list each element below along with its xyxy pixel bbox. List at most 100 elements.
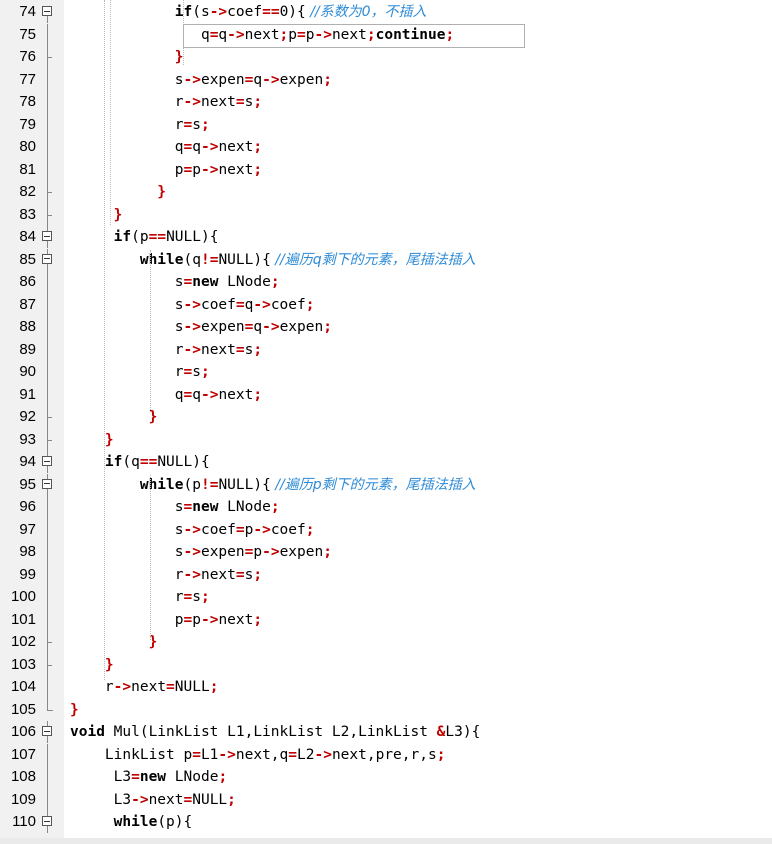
code-text: while(q!=NULL){ //遍历q剩下的元素，尾插法插入 xyxy=(70,249,476,272)
fold-guide-line xyxy=(47,158,48,181)
code-line[interactable]: 88 s->expen=q->expen; xyxy=(0,316,772,339)
operator-token: ; xyxy=(218,769,228,785)
horizontal-scrollbar[interactable] xyxy=(0,838,772,844)
code-line[interactable]: 99 r->next=s; xyxy=(0,563,772,586)
operator-token: } xyxy=(70,701,79,718)
operator-token: -> xyxy=(262,71,280,88)
code-text: } xyxy=(70,181,166,204)
code-line[interactable]: 76 } xyxy=(0,46,772,69)
code-line[interactable]: 100 r=s; xyxy=(0,586,772,609)
fold-collapse-icon[interactable] xyxy=(42,231,52,248)
operator-token: = xyxy=(235,296,245,313)
code-line[interactable]: 75 q=q->next;p=p->next;continue; xyxy=(0,23,772,47)
code-line[interactable]: 109 L3->next=NULL; xyxy=(0,788,772,811)
code-text: q=q->next;p=p->next;continue; xyxy=(70,24,454,47)
code-line[interactable]: 104 r->next=NULL; xyxy=(0,676,772,699)
code-line[interactable]: 95 while(p!=NULL){ //遍历p剩下的元素，尾插法插入 xyxy=(0,473,772,497)
code-area[interactable] xyxy=(64,0,772,844)
fold-guide-line xyxy=(47,743,48,766)
code-token: L1 xyxy=(200,746,219,763)
fold-guide-line xyxy=(47,361,48,384)
code-line[interactable]: 96 s=new LNode; xyxy=(0,496,772,519)
code-line[interactable]: 103 } xyxy=(0,653,772,676)
code-token xyxy=(70,454,105,470)
code-line[interactable]: 87 s->coef=q->coef; xyxy=(0,293,772,317)
code-line[interactable]: 77 s->expen=q->expen; xyxy=(0,68,772,91)
code-token: 0){ xyxy=(279,4,306,20)
code-token: p xyxy=(305,26,315,43)
code-line[interactable]: 97 s->coef=p->coef; xyxy=(0,518,772,541)
code-token: coef xyxy=(200,521,236,538)
code-line[interactable]: 79 r=s; xyxy=(0,113,772,136)
code-line[interactable]: 82 } xyxy=(0,181,772,204)
code-line[interactable]: 93 } xyxy=(0,428,772,451)
operator-token: == xyxy=(148,229,167,245)
code-line[interactable]: 84 if(p==NULL){ xyxy=(0,226,772,249)
line-number: 106 xyxy=(10,723,36,740)
code-line[interactable]: 107 LinkList p=L1->next,q=L2->next,pre,r… xyxy=(0,743,772,766)
fold-guide-line xyxy=(47,541,48,564)
operator-token: } xyxy=(70,656,114,673)
code-line[interactable]: 102 } xyxy=(0,631,772,654)
code-line[interactable]: 74 if(s->coef==0){ //系数为0，不插入 xyxy=(0,1,772,24)
operator-token: ; xyxy=(253,611,263,628)
code-line[interactable]: 78 r->next=s; xyxy=(0,91,772,114)
code-token: LinkList p xyxy=(70,746,193,763)
fold-guide-line xyxy=(47,136,48,159)
code-token: next xyxy=(244,26,280,43)
line-number: 77 xyxy=(19,70,36,88)
fold-collapse-icon[interactable] xyxy=(42,478,52,496)
code-line[interactable]: 89 r->next=s; xyxy=(0,338,772,361)
fold-collapse-icon[interactable] xyxy=(42,253,52,271)
operator-token: ; xyxy=(279,26,289,43)
keyword-token: if xyxy=(113,229,132,245)
code-line[interactable]: 85 while(q!=NULL){ //遍历q剩下的元素，尾插法插入 xyxy=(0,248,772,272)
operator-token: -> xyxy=(218,746,236,763)
fold-collapse-icon[interactable] xyxy=(42,726,52,743)
code-line[interactable]: 105} xyxy=(0,698,772,722)
code-token: NULL xyxy=(174,679,210,695)
code-line[interactable]: 110 while(p){ xyxy=(0,811,772,834)
operator-token: ; xyxy=(305,521,315,538)
code-line[interactable]: 90 r=s; xyxy=(0,361,772,384)
code-text: s->expen=q->expen; xyxy=(70,316,332,339)
code-text: s->coef=q->coef; xyxy=(70,294,315,317)
code-text: s=new LNode; xyxy=(70,271,280,294)
fold-collapse-icon[interactable] xyxy=(42,456,52,473)
code-line[interactable]: 101 p=p->next; xyxy=(0,608,772,631)
line-number: 85 xyxy=(19,250,36,268)
code-text: r->next=NULL; xyxy=(70,676,219,699)
operator-token: = xyxy=(183,274,193,290)
code-token: q xyxy=(218,26,228,43)
code-line[interactable]: 91 q=q->next; xyxy=(0,383,772,406)
code-line[interactable]: 80 q=q->next; xyxy=(0,136,772,159)
code-line[interactable]: 98 s->expen=p->expen; xyxy=(0,541,772,564)
comment-token: //遍历q剩下的元素，尾插法插入 xyxy=(270,251,476,268)
fold-collapse-icon[interactable] xyxy=(42,816,52,833)
fold-collapse-icon[interactable] xyxy=(42,6,52,23)
code-line[interactable]: 86 s=new LNode; xyxy=(0,271,772,294)
code-line[interactable]: 81 p=p->next; xyxy=(0,158,772,181)
line-number: 82 xyxy=(19,183,36,200)
code-line[interactable]: 94 if(q==NULL){ xyxy=(0,451,772,474)
code-line[interactable]: 106 void Mul(LinkList L1,LinkList L2,Link… xyxy=(0,721,772,744)
code-line[interactable]: 92 } xyxy=(0,406,772,429)
code-token: q xyxy=(192,139,201,155)
code-line[interactable]: 83 } xyxy=(0,203,772,227)
operator-token: = xyxy=(183,589,193,605)
comment-token: //系数为0，不插入 xyxy=(305,4,427,20)
code-text: } xyxy=(70,204,123,227)
code-token: next xyxy=(218,386,254,403)
operator-token: ; xyxy=(200,589,210,605)
code-line[interactable]: 108 L3=new LNode; xyxy=(0,766,772,789)
code-token: q xyxy=(253,71,263,88)
code-text: void Mul(LinkList L1,LinkList L2,LinkLis… xyxy=(70,721,480,744)
fold-guide-line xyxy=(47,811,48,816)
keyword-token: while xyxy=(139,251,184,268)
operator-token: & xyxy=(436,724,446,740)
operator-token: -> xyxy=(131,791,149,808)
code-token: r xyxy=(70,566,184,583)
line-number: 86 xyxy=(19,273,36,290)
fold-end-tick xyxy=(47,642,52,643)
